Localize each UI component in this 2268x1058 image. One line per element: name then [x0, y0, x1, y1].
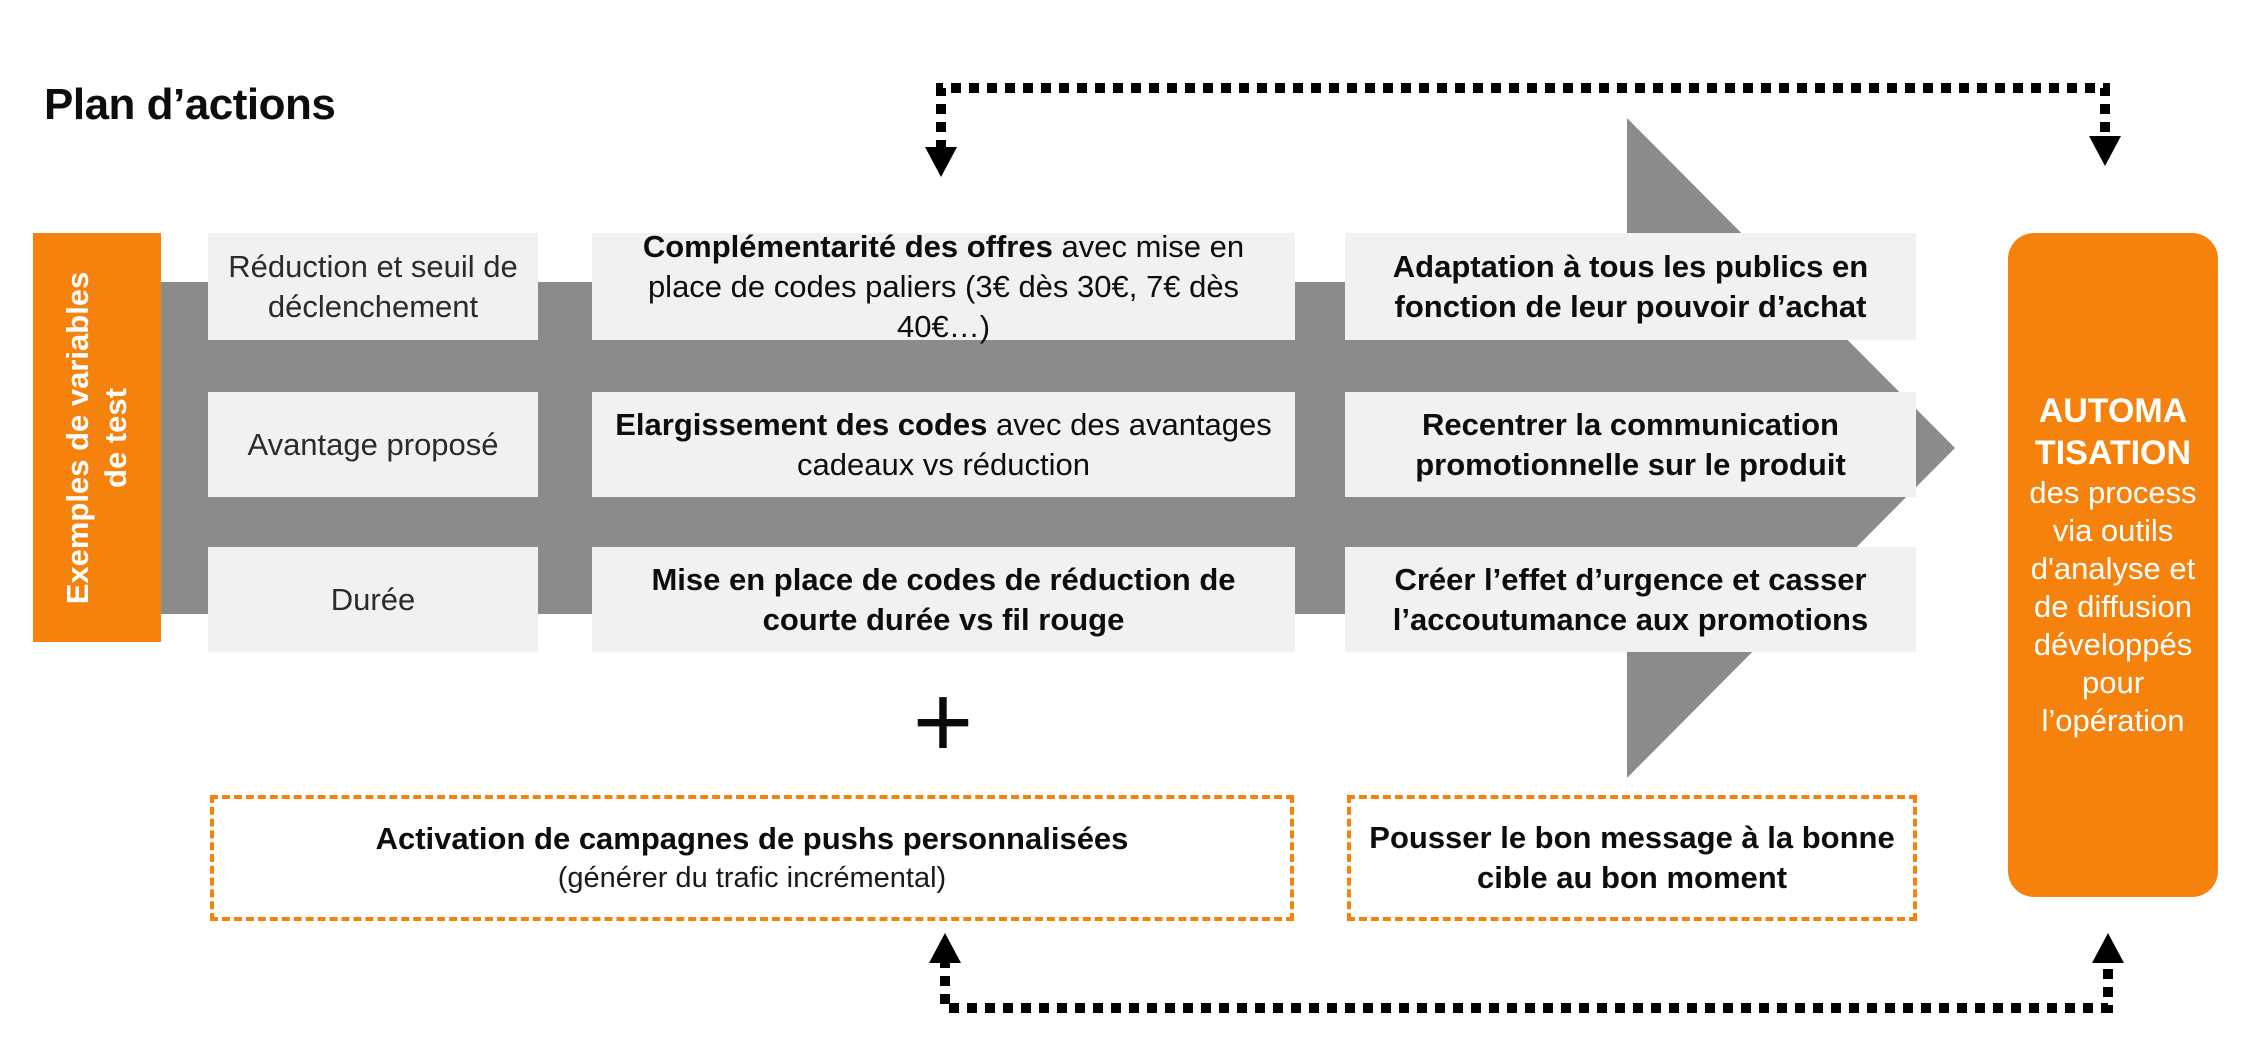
automation-box: AUTOMA TISATION des process via outils d… — [2008, 233, 2218, 897]
targeting-box: Pousser le bon message à la bonne cible … — [1347, 795, 1917, 921]
push-campaign-box: Activation de campagnes de pushs personn… — [210, 795, 1294, 921]
action-box-complementarite: Complémentarité des offres avec mise en … — [592, 229, 1295, 344]
top-connector-right-arrowhead-icon — [2089, 136, 2121, 166]
top-dotted-connector — [936, 83, 2110, 150]
variable-box-reduction: Réduction et seuil de déclenchement — [208, 233, 538, 340]
top-connector-left-arrowhead-icon — [925, 147, 957, 177]
outcome-box-recentrer: Recentrer la communication promotionnell… — [1345, 392, 1916, 497]
bottom-connector-right-arrowhead-icon — [2092, 933, 2124, 963]
bottom-dotted-connector — [940, 958, 2113, 1013]
variables-rail: Exemples de variables de test — [33, 233, 161, 642]
variables-rail-label: Exemples de variables de test — [60, 271, 133, 604]
outcome-box-urgence: Créer l’effet d’urgence et casser l’acco… — [1345, 547, 1916, 652]
variable-box-duree: Durée — [208, 547, 538, 652]
page-title: Plan d’actions — [44, 80, 336, 129]
action-box-codes-courte-duree: Mise en place de codes de réduction de c… — [592, 547, 1295, 652]
outcome-box-adaptation: Adaptation à tous les publics en fonctio… — [1345, 233, 1916, 340]
plus-sign: + — [912, 664, 974, 780]
variable-box-avantage: Avantage proposé — [208, 392, 538, 497]
bottom-connector-left-arrowhead-icon — [929, 933, 961, 963]
action-box-elargissement: Elargissement des codes avec des avantag… — [592, 392, 1295, 497]
